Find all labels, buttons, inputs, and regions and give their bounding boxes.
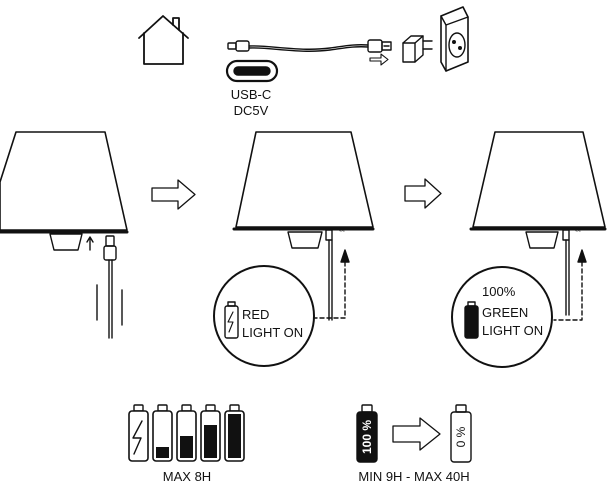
green-percent-label: 100%	[482, 284, 516, 299]
battery-cap	[157, 404, 168, 412]
dashed-callout-right	[553, 249, 587, 321]
battery-full-icon	[464, 301, 479, 339]
battery-cap	[205, 404, 216, 412]
battery-level-fill	[180, 436, 193, 458]
battery-empty-text: 0 %	[454, 426, 468, 447]
usb-c-cable-icon	[227, 39, 392, 53]
run-time-label: MIN 9H - MAX 40H	[358, 469, 469, 484]
battery-icon	[128, 410, 149, 462]
battery-level-fill	[156, 447, 169, 458]
wall-socket-icon	[440, 6, 469, 72]
battery-cap	[229, 404, 240, 412]
battery-full-100-icon	[356, 404, 378, 463]
usb-c-port-icon	[225, 59, 279, 83]
svg-text:~~: ~~	[339, 229, 345, 235]
dashed-callout-middle	[313, 249, 350, 319]
arrow-right-icon	[151, 179, 196, 210]
arrow-right-icon	[404, 178, 442, 209]
usb-c-label: USB-C	[231, 87, 271, 102]
charging-battery-sequence	[128, 404, 245, 462]
green-light-line2: LIGHT ON	[482, 323, 543, 338]
battery-charging-icon	[224, 301, 239, 339]
battery-cap	[133, 404, 144, 412]
lightning-icon	[132, 420, 143, 455]
arrow-right-icon	[392, 417, 441, 451]
lamp-shade-middle	[232, 131, 375, 231]
usb-plug-in-left	[86, 235, 123, 339]
green-light-line1: GREEN	[482, 305, 528, 320]
svg-text:~~: ~~	[575, 229, 581, 235]
cable-plugged-right: ~~	[562, 229, 581, 316]
battery-full-text: 100 %	[360, 420, 374, 454]
lamp-shade-left	[0, 131, 129, 234]
red-light-line2: LIGHT ON	[242, 325, 303, 340]
battery-empty-icon	[450, 404, 472, 463]
arrow-right-icon	[369, 53, 389, 66]
battery-level-fill	[228, 414, 241, 458]
lamp-base-middle	[287, 231, 323, 249]
red-light-line1: RED	[242, 307, 269, 322]
indicator-circle-green	[451, 266, 553, 368]
voltage-label: DC5V	[234, 103, 269, 118]
charge-time-label: MAX 8H	[163, 469, 211, 484]
lamp-shade-right	[469, 131, 607, 231]
indicator-circle-red	[213, 265, 315, 367]
battery-cap	[181, 404, 192, 412]
house-icon	[138, 15, 189, 65]
battery-level-fill	[204, 425, 217, 458]
cable-plugged-middle: ~~	[325, 229, 345, 321]
lamp-base-right	[525, 231, 559, 249]
lamp-base-left	[49, 233, 83, 251]
wall-adapter-icon	[402, 35, 433, 63]
